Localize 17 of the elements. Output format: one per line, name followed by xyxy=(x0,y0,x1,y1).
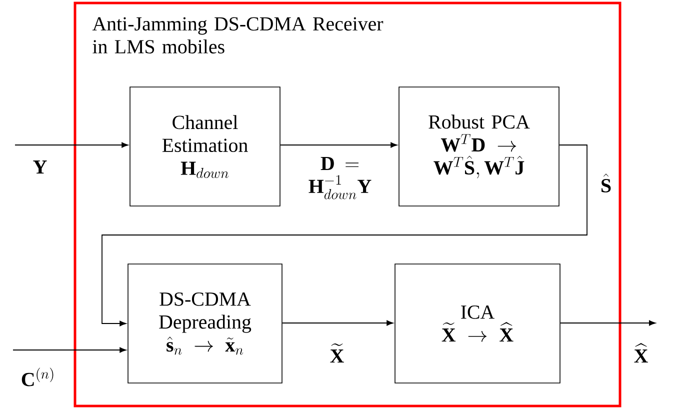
process-box: Robust PCA $\mathbf{W}^T\mathbf{D} \rightarrow \mathbf{W}^T\hat{\mathbf{S}}, \mathbf{W}^T\hat{\mathbf{J}}$ xyxy=(398,86,560,206)
edge-label: $\widehat{\mathbf{X}}$ xyxy=(634,343,648,363)
process-box: DS-CDMA Depreading $\hat{\mathbf{s}}_n \rightarrow \tilde{\mathbf{x}}_n$ xyxy=(128,264,282,384)
edge-label: $\mathbf{D} = \mathbf{H}_{down}^{-1}\mathbf{Y}$ xyxy=(308,156,372,200)
edge-label: $\hat{\mathbf{S}}$ xyxy=(602,174,611,192)
process-box: Channel Estimation $\mathbf{H}_{down}$ xyxy=(130,86,280,206)
arrow xyxy=(560,320,656,326)
edge-label: $\mathbf{C}^{(n)}$ xyxy=(22,368,54,386)
arrow xyxy=(102,144,588,326)
arrow xyxy=(282,320,394,326)
edge-label: $\widetilde{\mathbf{X}}$ xyxy=(330,343,344,363)
arrow xyxy=(280,142,398,148)
arrow xyxy=(12,347,126,353)
title-text: Anti-Jamming DS-CDMA Receiver in LMS mobiles xyxy=(92,17,384,54)
edge-label: $\mathbf{Y}$ xyxy=(33,160,47,174)
arrow xyxy=(14,142,128,148)
process-box: ICA $\widetilde{\mathbf{X}} \rightarrow \widehat{\mathbf{X}}$ xyxy=(394,264,560,384)
